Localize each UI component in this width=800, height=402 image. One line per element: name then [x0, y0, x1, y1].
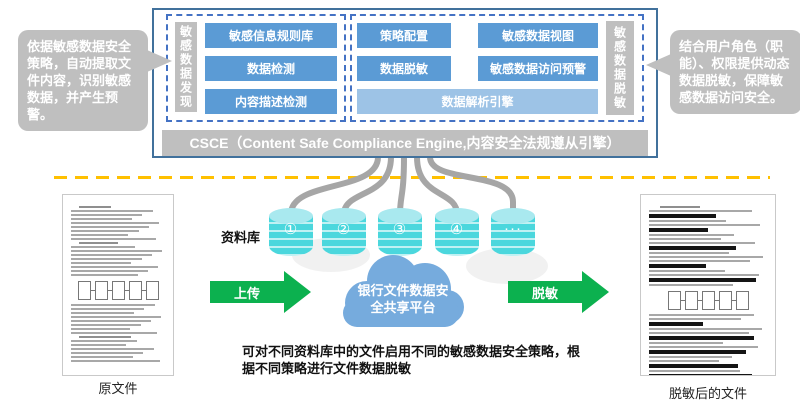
masked-document [640, 194, 776, 376]
database-4: ④ [435, 208, 479, 258]
cloud-label-line1: 银行文件数据安 [357, 283, 449, 298]
cloud-label-line2: 全共享平台 [370, 300, 436, 315]
database-cylinder-body [269, 216, 313, 256]
module-content-detect: 内容描述检测 [205, 89, 337, 114]
left-callout-text: 依据敏感数据安全策略，自动提取文件内容，识别敏感数据，并产生预警。 [27, 39, 132, 122]
database-1: ① [269, 208, 313, 258]
database-5-label: ··· [504, 220, 522, 237]
module-access-alert: 敏感数据访问预警 [478, 56, 598, 81]
connector-line [341, 154, 394, 217]
desensitize-arrow-label: 脱敏 [508, 281, 582, 303]
csce-engine-box: 敏感数据发现 敏感信息规则库 数据检测 内容描述检测 策略配置 敏感数据视图 数… [152, 8, 658, 158]
left-callout: 依据敏感数据安全策略，自动提取文件内容，识别敏感数据，并产生预警。 [18, 30, 172, 131]
database-3: ③ [378, 208, 422, 258]
platform-cloud-label: 银行文件数据安 全共享平台 [337, 282, 469, 316]
desensitize-arrow: 脱敏 [508, 271, 609, 313]
connector-line [288, 154, 381, 217]
database-3-label: ③ [392, 221, 408, 238]
original-doc-label: 原文件 [98, 381, 138, 396]
masking-side-label: 敏感数据脱敏 [606, 21, 634, 115]
connector-line [427, 154, 516, 217]
module-rule-library: 敏感信息规则库 [205, 23, 337, 48]
database-1-label: ① [283, 221, 299, 238]
pipeline-caption: 可对不同资料库中的文件启用不同的敏感数据安全策略，根据不同策略进行文件数据脱敏 [242, 344, 581, 376]
right-callout-text: 结合用户角色（职能）、权限提供动态数据脱敏，保障敏感数据访问安全。 [679, 39, 790, 105]
desensitize-arrow-head [582, 271, 609, 313]
masked-doc-label: 脱敏后的文件 [668, 386, 747, 401]
right-callout-pointer [646, 54, 671, 76]
module-policy-config: 策略配置 [357, 23, 451, 48]
database-cylinder-body [435, 216, 479, 256]
discovery-side-label: 敏感数据发现 [175, 22, 197, 112]
right-callout: 结合用户角色（职能）、权限提供动态数据脱敏，保障敏感数据访问安全。 [646, 30, 800, 114]
database-2-label: ② [336, 221, 352, 238]
original-document [62, 194, 174, 376]
upload-arrow-head [284, 271, 311, 313]
connector-line [414, 154, 460, 217]
connector-line [397, 154, 407, 217]
module-sensitive-view: 敏感数据视图 [478, 23, 598, 48]
module-parse-engine: 数据解析引擎 [357, 89, 598, 114]
module-data-masking: 数据脱敏 [357, 56, 451, 81]
upload-arrow-label: 上传 [210, 281, 284, 303]
database-4-label: ④ [449, 221, 465, 238]
masking-group: 策略配置 敏感数据视图 数据脱敏 敏感数据访问预警 数据解析引擎 敏感数据脱敏 [350, 14, 644, 122]
database-5: ··· [491, 208, 535, 258]
upload-arrow: 上传 [210, 271, 311, 313]
left-callout-pointer [147, 50, 172, 72]
discovery-group: 敏感数据发现 敏感信息规则库 数据检测 内容描述检测 [166, 14, 346, 122]
repo-label: 资料库 [221, 230, 261, 245]
platform-cloud: 银行文件数据安 全共享平台 [337, 249, 469, 333]
dashed-divider [54, 176, 770, 179]
module-data-detect: 数据检测 [205, 56, 337, 81]
cloud-shape [343, 255, 464, 327]
csce-footer-bar: CSCE（Content Safe Compliance Engine,内容安全… [162, 130, 648, 156]
